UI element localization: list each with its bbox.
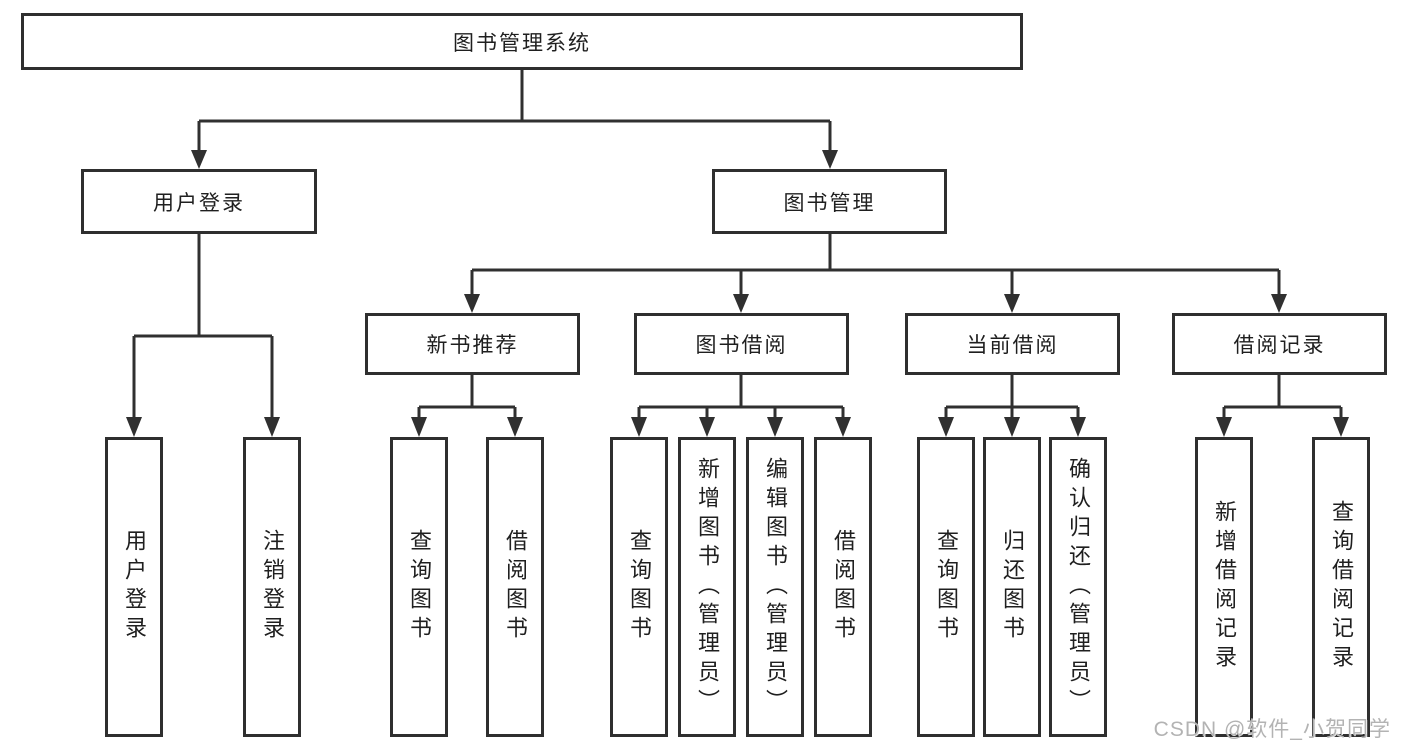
node-book-management-label: 图书管理	[783, 191, 876, 215]
arrowhead	[631, 417, 647, 437]
arrowhead	[126, 417, 142, 437]
node-user-login-label: 用户登录	[153, 191, 245, 215]
leaf-query-books-recommend: 查询图书	[390, 437, 448, 737]
node-book-management: 图书管理	[712, 169, 947, 234]
leaf-add-borrow-record: 新增借阅记录	[1195, 437, 1253, 737]
arrowhead	[1070, 417, 1086, 437]
csdn-watermark: CSDN @软件_小贺同学	[1153, 718, 1391, 741]
arrowhead	[264, 417, 280, 437]
arrowhead	[507, 417, 523, 437]
leaf-query-books-current: 查询图书	[917, 437, 975, 737]
node-new-book-recommend: 新书推荐	[365, 313, 580, 375]
leaf-logout: 注销登录	[243, 437, 301, 737]
node-borrow-records: 借阅记录	[1172, 313, 1387, 375]
arrowhead	[822, 150, 838, 169]
node-borrow-records-label: 借阅记录	[1233, 334, 1326, 357]
node-current-borrow: 当前借阅	[905, 313, 1120, 375]
leaf-query-borrow-record: 查询借阅记录	[1312, 437, 1370, 737]
leaf-edit-book-admin-label: 编辑图书（管理员）	[763, 456, 788, 718]
node-current-borrow-label: 当前借阅	[966, 334, 1059, 357]
arrowhead	[1004, 417, 1020, 437]
arrowhead	[1004, 294, 1020, 313]
leaf-user-login-label: 用户登录	[122, 529, 147, 645]
arrowhead	[464, 294, 480, 313]
arrowhead	[191, 150, 207, 169]
arrowhead	[1271, 294, 1287, 313]
arrowhead	[411, 417, 427, 437]
leaf-borrow-books: 借阅图书	[814, 437, 872, 737]
arrowhead	[835, 417, 851, 437]
arrowhead	[733, 294, 749, 313]
leaf-query-books-recommend-label: 查询图书	[407, 529, 432, 645]
leaf-borrow-books-recommend: 借阅图书	[486, 437, 544, 737]
leaf-return-book-label: 归还图书	[1000, 529, 1025, 645]
node-root-label: 图书管理系统	[453, 31, 591, 55]
leaf-borrow-books-label: 借阅图书	[831, 529, 856, 645]
leaf-add-book-admin: 新增图书（管理员）	[678, 437, 736, 737]
leaf-add-book-admin-label: 新增图书（管理员）	[695, 456, 720, 718]
leaf-return-book: 归还图书	[983, 437, 1041, 737]
node-user-login: 用户登录	[81, 169, 317, 234]
leaf-add-borrow-record-label: 新增借阅记录	[1212, 500, 1237, 674]
leaf-user-login: 用户登录	[105, 437, 163, 737]
arrowhead	[938, 417, 954, 437]
arrowhead	[1333, 417, 1349, 437]
leaf-borrow-books-recommend-label: 借阅图书	[503, 529, 528, 645]
node-book-borrow: 图书借阅	[634, 313, 849, 375]
node-root: 图书管理系统	[21, 13, 1023, 70]
arrowhead	[1216, 417, 1232, 437]
arrowhead	[767, 417, 783, 437]
node-new-book-recommend-label: 新书推荐	[426, 334, 519, 357]
leaf-query-books-current-label: 查询图书	[934, 529, 959, 645]
leaf-logout-label: 注销登录	[260, 529, 285, 645]
leaf-query-books-borrow-label: 查询图书	[627, 529, 652, 645]
leaf-query-borrow-record-label: 查询借阅记录	[1329, 500, 1354, 674]
node-book-borrow-label: 图书借阅	[695, 334, 788, 357]
leaf-confirm-return-admin-label: 确认归还（管理员）	[1066, 456, 1091, 718]
leaf-confirm-return-admin: 确认归还（管理员）	[1049, 437, 1107, 737]
leaf-edit-book-admin: 编辑图书（管理员）	[746, 437, 804, 737]
arrowhead	[699, 417, 715, 437]
leaf-query-books-borrow: 查询图书	[610, 437, 668, 737]
